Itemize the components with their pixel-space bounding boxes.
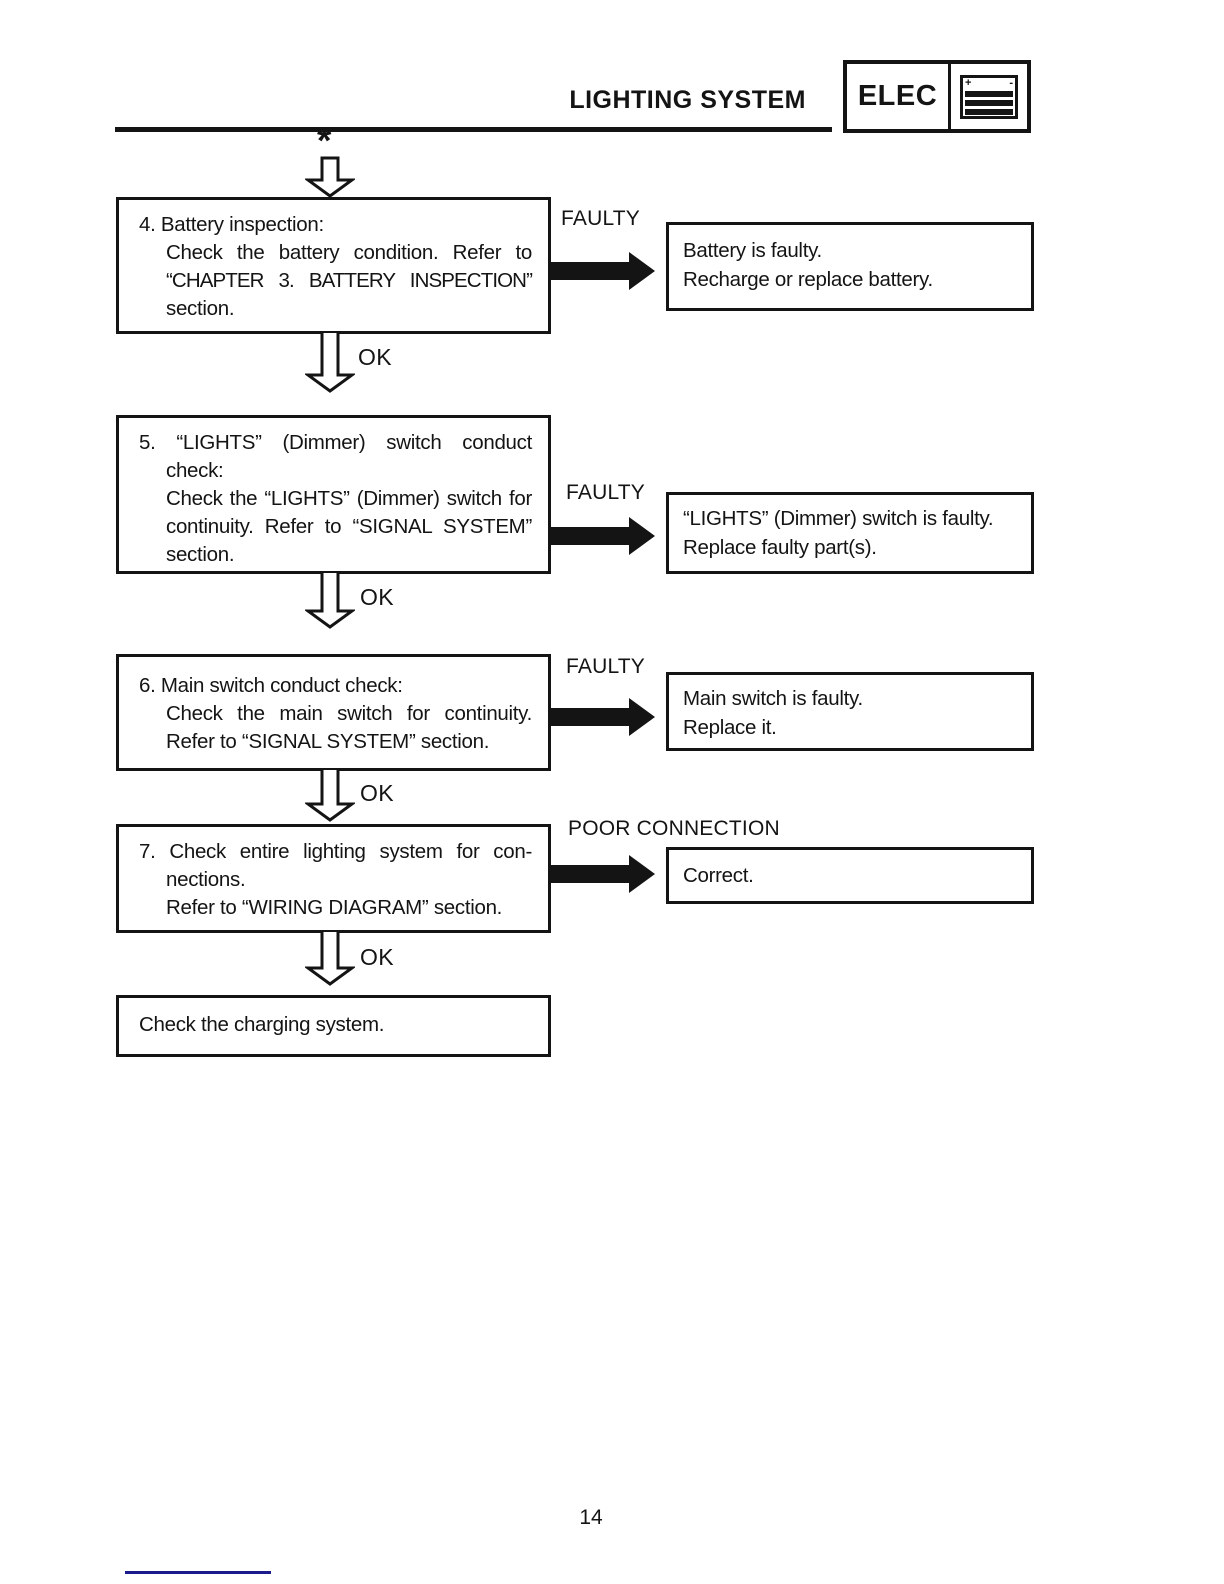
ok-down-arrow-icon [305, 333, 355, 393]
step-box-line: Refer to “WIRING DIAGRAM” section. [166, 896, 503, 919]
ok-down-arrow-icon [305, 932, 355, 986]
ok-label: OK [358, 344, 392, 370]
result-line: “LIGHTS” (Dimmer) switch is faulty. [683, 507, 994, 530]
step-box-line: “CHAPTER 3. BATTERY INSPECTION” [166, 269, 533, 292]
result-box: Main switch is faulty. Replace it. [666, 672, 1034, 751]
step-box-7: 7. Check entire lighting system for con-… [116, 824, 551, 933]
step-box-line: continuity. Refer to “SIGNAL SYSTEM” [166, 515, 532, 538]
ok-down-arrow-icon [305, 770, 355, 822]
result-box: Correct. [666, 847, 1034, 904]
battery-icon: + - [960, 74, 1018, 119]
footer-accent-line [125, 1571, 271, 1574]
elec-badge-label: ELEC [847, 64, 951, 129]
battery-bar [965, 99, 1013, 106]
step-box-line: 4. Battery inspection: [139, 213, 324, 236]
battery-plus-terminal: + [965, 76, 972, 89]
battery-minus-terminal: - [1009, 76, 1013, 89]
step-box-line: Refer to “SIGNAL SYSTEM” section. [166, 730, 490, 753]
faulty-label: FAULTY [561, 207, 640, 230]
faulty-label: FAULTY [566, 655, 645, 678]
header-rule [115, 127, 832, 132]
result-line: Replace it. [683, 716, 777, 739]
result-line: Recharge or replace battery. [683, 268, 933, 291]
result-line: Main switch is faulty. [683, 687, 863, 710]
step-box-line: Check the battery condition. Refer to [166, 241, 532, 264]
faulty-right-arrow-icon [551, 517, 655, 555]
step-box-line: section. [166, 543, 235, 566]
battery-icon-cell: + - [951, 64, 1027, 129]
entry-down-arrow-icon [305, 156, 355, 198]
step-box-line: 5. “LIGHTS” (Dimmer) switch conduct [139, 431, 532, 454]
elec-badge: ELEC + - [843, 60, 1031, 133]
page-title: LIGHTING SYSTEM [569, 86, 806, 114]
ok-label: OK [360, 944, 394, 970]
result-box: “LIGHTS” (Dimmer) switch is faulty. Repl… [666, 492, 1034, 574]
battery-bar [965, 108, 1013, 115]
step-box-line: Check the main switch for continuity. [166, 702, 532, 725]
entry-asterisk: * [317, 120, 332, 161]
step-box-5: 5. “LIGHTS” (Dimmer) switch conduct chec… [116, 415, 551, 574]
step-box-line: nections. [166, 868, 246, 891]
faulty-right-arrow-icon [551, 698, 655, 736]
ok-label: OK [360, 584, 394, 610]
result-line: Replace faulty part(s). [683, 536, 877, 559]
result-line: Correct. [683, 864, 754, 887]
step-box-line: check: [166, 459, 224, 482]
ok-down-arrow-icon [305, 573, 355, 629]
result-box: Battery is faulty. Recharge or replace b… [666, 222, 1034, 311]
step-box-line: 6. Main switch conduct check: [139, 674, 403, 697]
step-box-line: 7. Check entire lighting system for con- [139, 840, 532, 863]
faulty-label: FAULTY [566, 481, 645, 504]
ok-label: OK [360, 780, 394, 806]
battery-bar [965, 90, 1013, 97]
final-box-line: Check the charging system. [139, 1013, 385, 1036]
result-line: Battery is faulty. [683, 239, 822, 262]
step-box-line: section. [166, 297, 235, 320]
poor-connection-label: POOR CONNECTION [568, 817, 780, 840]
step-box-line: Check the “LIGHTS” (Dimmer) switch for [166, 487, 532, 510]
page-number: 14 [579, 1506, 603, 1529]
step-box-4: 4. Battery inspection: Check the battery… [116, 197, 551, 334]
faulty-right-arrow-icon [551, 252, 655, 290]
final-box: Check the charging system. [116, 995, 551, 1057]
step-box-6: 6. Main switch conduct check: Check the … [116, 654, 551, 771]
poor-connection-right-arrow-icon [551, 855, 655, 893]
